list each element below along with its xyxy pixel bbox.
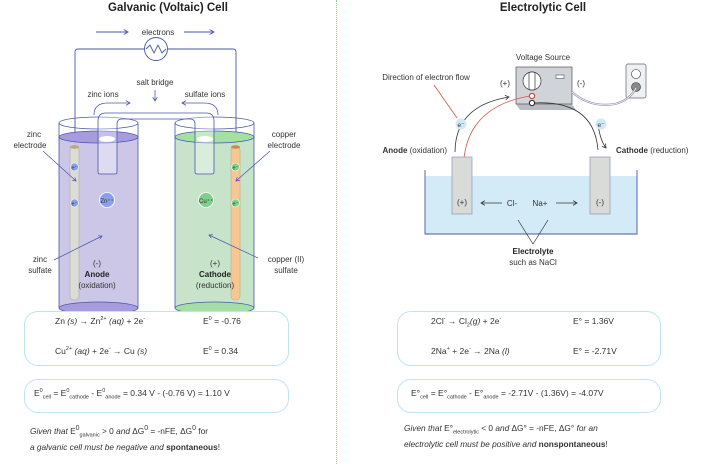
- cathode-sub: (reduction): [650, 146, 689, 155]
- voltage-source: [515, 66, 576, 110]
- salt-bridge: [97, 112, 215, 175]
- zinc-ion: Zn⁺⁺: [99, 192, 115, 208]
- electrolytic-half-reactions-box: [397, 311, 661, 366]
- svg-text:e⁻: e⁻: [72, 166, 78, 172]
- anode-wire: [454, 97, 509, 153]
- positive-terminal: [528, 92, 536, 100]
- svg-text:e⁻: e⁻: [233, 202, 239, 208]
- electrolyte-sublabel: such as NaCl: [509, 258, 557, 267]
- zinc-ions-arrow: [93, 103, 130, 116]
- salt-bridge-label: salt bridge: [137, 78, 174, 87]
- negative-label: (-): [577, 79, 585, 88]
- electrolyte-pointer: [517, 219, 549, 245]
- copper-sulfate-label-2: sulfate: [274, 266, 298, 275]
- electrolytic-potential-2: E° = -2.71V: [573, 346, 617, 356]
- zinc-electrode-label-2: electrode: [14, 141, 47, 150]
- copper-ion: Cu⁺⁺: [198, 192, 214, 208]
- positive-label: (+): [500, 79, 510, 88]
- electrolytic-cathode-label: Cathode (reduction): [616, 146, 689, 155]
- electrons-label: electrons: [142, 28, 174, 37]
- dial-icon: [522, 71, 542, 91]
- cathode-label: Cathode: [199, 270, 232, 279]
- cathode-electrode-sign: (-): [596, 198, 604, 207]
- anode-label: Anode: [85, 270, 110, 279]
- zinc-sulfate-label: zinc: [33, 255, 47, 264]
- electrolytic-cell-potential-box: [397, 379, 661, 413]
- anode-electrode: [451, 156, 473, 215]
- zinc-sulfate-label-2: sulfate: [28, 266, 52, 275]
- zinc-electrode-pointer: [42, 150, 76, 181]
- voltage-source-label: Voltage Source: [516, 53, 571, 62]
- sodium-ion-label: Na+: [533, 199, 548, 208]
- electron-flow-label: Direction of electron flow: [382, 73, 470, 82]
- galvanic-title: Galvanic (Voltaic) Cell: [108, 2, 228, 14]
- section-divider: [336, 0, 337, 464]
- electron-flow-path: [463, 95, 531, 159]
- sulfate-ions-arrow: [182, 103, 219, 116]
- galvanic-half-reactions-box: [24, 311, 289, 366]
- electron-particle: e⁻: [455, 118, 467, 130]
- electrolytic-note: Given that E°electrolytic < 0 and ΔG° = …: [404, 423, 608, 450]
- electron-flow-pointer: [433, 84, 458, 119]
- electron-particle: e⁻: [231, 198, 240, 208]
- anode-sublabel: (oxidation): [78, 281, 116, 290]
- cathode-sign: (+): [210, 259, 220, 268]
- copper-sulfate-pointer: [209, 235, 259, 259]
- electron-particle: e⁻: [595, 118, 607, 130]
- external-wire: [74, 48, 237, 160]
- resistor-icon: [144, 37, 168, 61]
- copper-beaker: [174, 116, 255, 315]
- electrolytic-title: Electrolytic Cell: [500, 2, 586, 14]
- anode-electrode-sign: (+): [457, 198, 467, 207]
- electron-particle: e⁻: [70, 198, 79, 208]
- electrolytic-cell-equation: E°cell = E°cathode - E°anode = -2.71V - …: [411, 388, 604, 401]
- electrolyte-label: Electrolyte: [513, 247, 554, 256]
- switch-icon: [555, 74, 565, 79]
- galvanic-cell-potential-box: [24, 379, 289, 413]
- cathode-sublabel: (reduction): [196, 281, 235, 290]
- galvanic-reaction-2: Cu2+ (aq) + 2e- → Cu (s): [55, 346, 148, 356]
- galvanic-note: Given that E0galvanic > 0 and ΔG0 = -nFE…: [30, 425, 221, 452]
- svg-text:e⁻: e⁻: [72, 202, 78, 208]
- copper-sulfate-label: copper (II): [268, 255, 305, 264]
- copper-electrode-label: copper: [272, 130, 297, 139]
- copper-electrode: [230, 145, 241, 301]
- svg-text:Zn⁺⁺: Zn⁺⁺: [100, 198, 113, 205]
- zinc-electrode-label: zinc: [27, 130, 41, 139]
- cathode-wire: [533, 102, 599, 151]
- cathode-electrode: [589, 156, 611, 215]
- negative-terminal: [528, 99, 536, 107]
- svg-text:e⁻: e⁻: [597, 122, 605, 129]
- electrolytic-potential-1: E° = 1.36V: [573, 316, 614, 326]
- galvanic-cell-equation: E0cell = E0cathode - E0anode = 0.34 V - …: [34, 388, 230, 401]
- electrolytic-reaction-2: 2Na+ + 2e- → 2Na (l): [431, 346, 510, 356]
- sulfate-ions-label: sulfate ions: [185, 90, 225, 99]
- svg-text:Cu⁺⁺: Cu⁺⁺: [199, 198, 213, 205]
- electrolytic-anode-label: Anode (oxidation): [383, 146, 448, 155]
- galvanic-potential-1: E0 = -0.76: [203, 316, 241, 326]
- chloride-ion-label: Cl-: [507, 199, 518, 208]
- svg-text:e⁻: e⁻: [457, 122, 465, 129]
- zinc-electrode: [69, 145, 80, 301]
- galvanic-reaction-1: Zn (s) → Zn2+ (aq) + 2e-: [55, 316, 146, 326]
- anode-sign: (-): [93, 259, 101, 268]
- electron-particle: e⁻: [70, 162, 79, 172]
- electron-particle: e⁻: [231, 162, 240, 172]
- wall-outlet-icon: [625, 63, 647, 99]
- galvanic-potential-2: E0 = 0.34: [203, 346, 238, 356]
- svg-text:e⁻: e⁻: [233, 166, 239, 172]
- zinc-ions-label: zinc ions: [87, 90, 118, 99]
- cathode-word: Cathode: [616, 146, 649, 155]
- copper-electrode-pointer: [236, 150, 271, 181]
- zinc-sulfate-pointer: [53, 236, 102, 261]
- copper-electrode-label-2: electrode: [268, 141, 301, 150]
- electrolytic-reaction-1: 2Cl- → Cl2(g) + 2e-: [431, 316, 502, 329]
- anode-sub: (oxidation): [410, 146, 448, 155]
- anode-word: Anode: [383, 146, 408, 155]
